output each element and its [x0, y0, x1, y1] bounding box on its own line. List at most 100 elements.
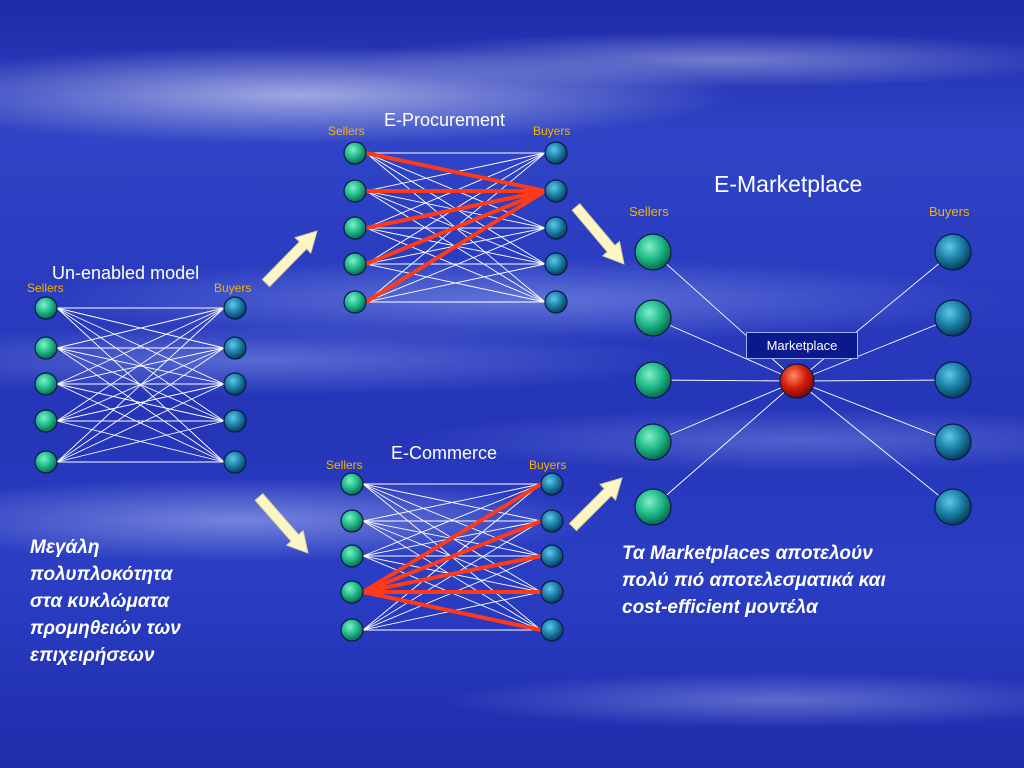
seller-node: [340, 544, 364, 568]
buyer-node: [540, 544, 564, 568]
spoke-line: [796, 380, 954, 508]
link-line: [56, 347, 225, 385]
seller-node: [34, 450, 58, 474]
seller-node: [340, 509, 364, 533]
spoke-line: [652, 379, 798, 382]
arrow-to-procurement: [261, 230, 318, 288]
procurement-buyers-label: Buyers: [533, 124, 571, 138]
link-line: [56, 347, 225, 463]
marketplace-sellers-label: Sellers: [629, 204, 669, 219]
seller-node: [340, 618, 364, 642]
buyer-node: [540, 509, 564, 533]
highlight-link: [361, 519, 543, 594]
spoke-line: [796, 251, 954, 382]
unenabled-buyers-label: Buyers: [214, 281, 252, 295]
link-line: [56, 420, 225, 463]
highlight-link: [361, 590, 543, 632]
buyer-node: [544, 290, 568, 314]
seller-node: [343, 290, 367, 314]
buyer-node: [934, 423, 972, 461]
left-caption-line: προμηθειών των: [30, 618, 181, 639]
seller-node: [34, 409, 58, 433]
buyer-node: [934, 233, 972, 271]
seller-node: [634, 488, 672, 526]
procurement-sellers-label: Sellers: [328, 124, 365, 138]
arrow-to-commerce: [254, 492, 309, 554]
spoke-line: [652, 380, 798, 443]
spoke-line: [796, 317, 954, 382]
buyer-node: [540, 472, 564, 496]
seller-node: [343, 141, 367, 165]
right-caption-line: cost-efficient μοντέλα: [622, 597, 818, 618]
buyer-node: [223, 450, 247, 474]
seller-node: [34, 372, 58, 396]
link-line: [365, 227, 546, 303]
seller-node: [343, 179, 367, 203]
link-line: [362, 483, 542, 522]
buyer-node: [223, 372, 247, 396]
link-line: [365, 263, 546, 303]
spoke-line: [652, 251, 798, 382]
seller-node: [34, 296, 58, 320]
seller-node: [340, 472, 364, 496]
buyer-node: [540, 618, 564, 642]
unenabled-sellers-label: Sellers: [27, 281, 64, 295]
nodes-layer: [34, 141, 972, 642]
seller-node: [634, 233, 672, 271]
buyer-node: [934, 299, 972, 337]
buyer-node: [223, 296, 247, 320]
buyer-node: [544, 252, 568, 276]
commerce-buyers-label: Buyers: [529, 458, 567, 472]
highlight-link: [364, 189, 547, 304]
link-line: [56, 307, 225, 463]
spoke-line: [796, 379, 954, 382]
buyer-node: [223, 409, 247, 433]
left-caption-line: πολυπλοκότητα: [30, 564, 173, 585]
buyer-node: [934, 361, 972, 399]
left-caption: Μεγάλη πολυπλοκότητα στα κυκλώματα προμη…: [30, 534, 280, 669]
marketplace-hub-label: Marketplace: [746, 332, 858, 359]
right-caption-line: πολύ πιό αποτελεσματικά και: [622, 570, 886, 591]
links-layer: [56, 151, 954, 632]
arrows-layer: [254, 203, 625, 554]
link-line: [362, 483, 542, 557]
seller-node: [343, 252, 367, 276]
right-caption-line: Τα Marketplaces αποτελούν: [622, 543, 873, 564]
buyer-node: [223, 336, 247, 360]
marketplace-buyers-label: Buyers: [929, 204, 970, 219]
commerce-title: E-Commerce: [391, 443, 498, 463]
link-line: [56, 307, 225, 422]
buyer-node: [934, 488, 972, 526]
arrow-procurement-to-marketplace: [571, 203, 625, 265]
marketplace-hub-node: [779, 363, 815, 399]
highlight-link: [361, 482, 543, 594]
seller-node: [343, 216, 367, 240]
seller-node: [634, 361, 672, 399]
seller-node: [634, 423, 672, 461]
buyer-node: [544, 216, 568, 240]
link-line: [56, 383, 225, 422]
highlight-link: [364, 151, 547, 193]
procurement-title: E-Procurement: [384, 110, 506, 130]
seller-node: [34, 336, 58, 360]
commerce-sellers-label: Sellers: [326, 458, 363, 472]
buyer-node: [544, 141, 568, 165]
spoke-line: [652, 317, 798, 382]
unenabled-title: Un-enabled model: [52, 263, 200, 283]
link-line: [56, 307, 225, 349]
right-caption: Τα Marketplaces αποτελούν πολύ πιό αποτε…: [622, 540, 1012, 621]
highlight-link: [364, 189, 547, 230]
highlight-link: [361, 554, 543, 594]
left-caption-line: επιχειρήσεων: [30, 645, 155, 666]
marketplace-title: E-Marketplace: [714, 171, 863, 197]
left-caption-line: στα κυκλώματα: [30, 591, 170, 612]
highlight-link: [364, 189, 547, 266]
seller-node: [340, 580, 364, 604]
link-line: [56, 307, 225, 385]
buyer-node: [540, 580, 564, 604]
link-line: [56, 383, 225, 463]
left-caption-line: Μεγάλη: [30, 537, 100, 558]
arrow-commerce-to-marketplace: [568, 477, 623, 532]
spoke-line: [796, 380, 954, 443]
